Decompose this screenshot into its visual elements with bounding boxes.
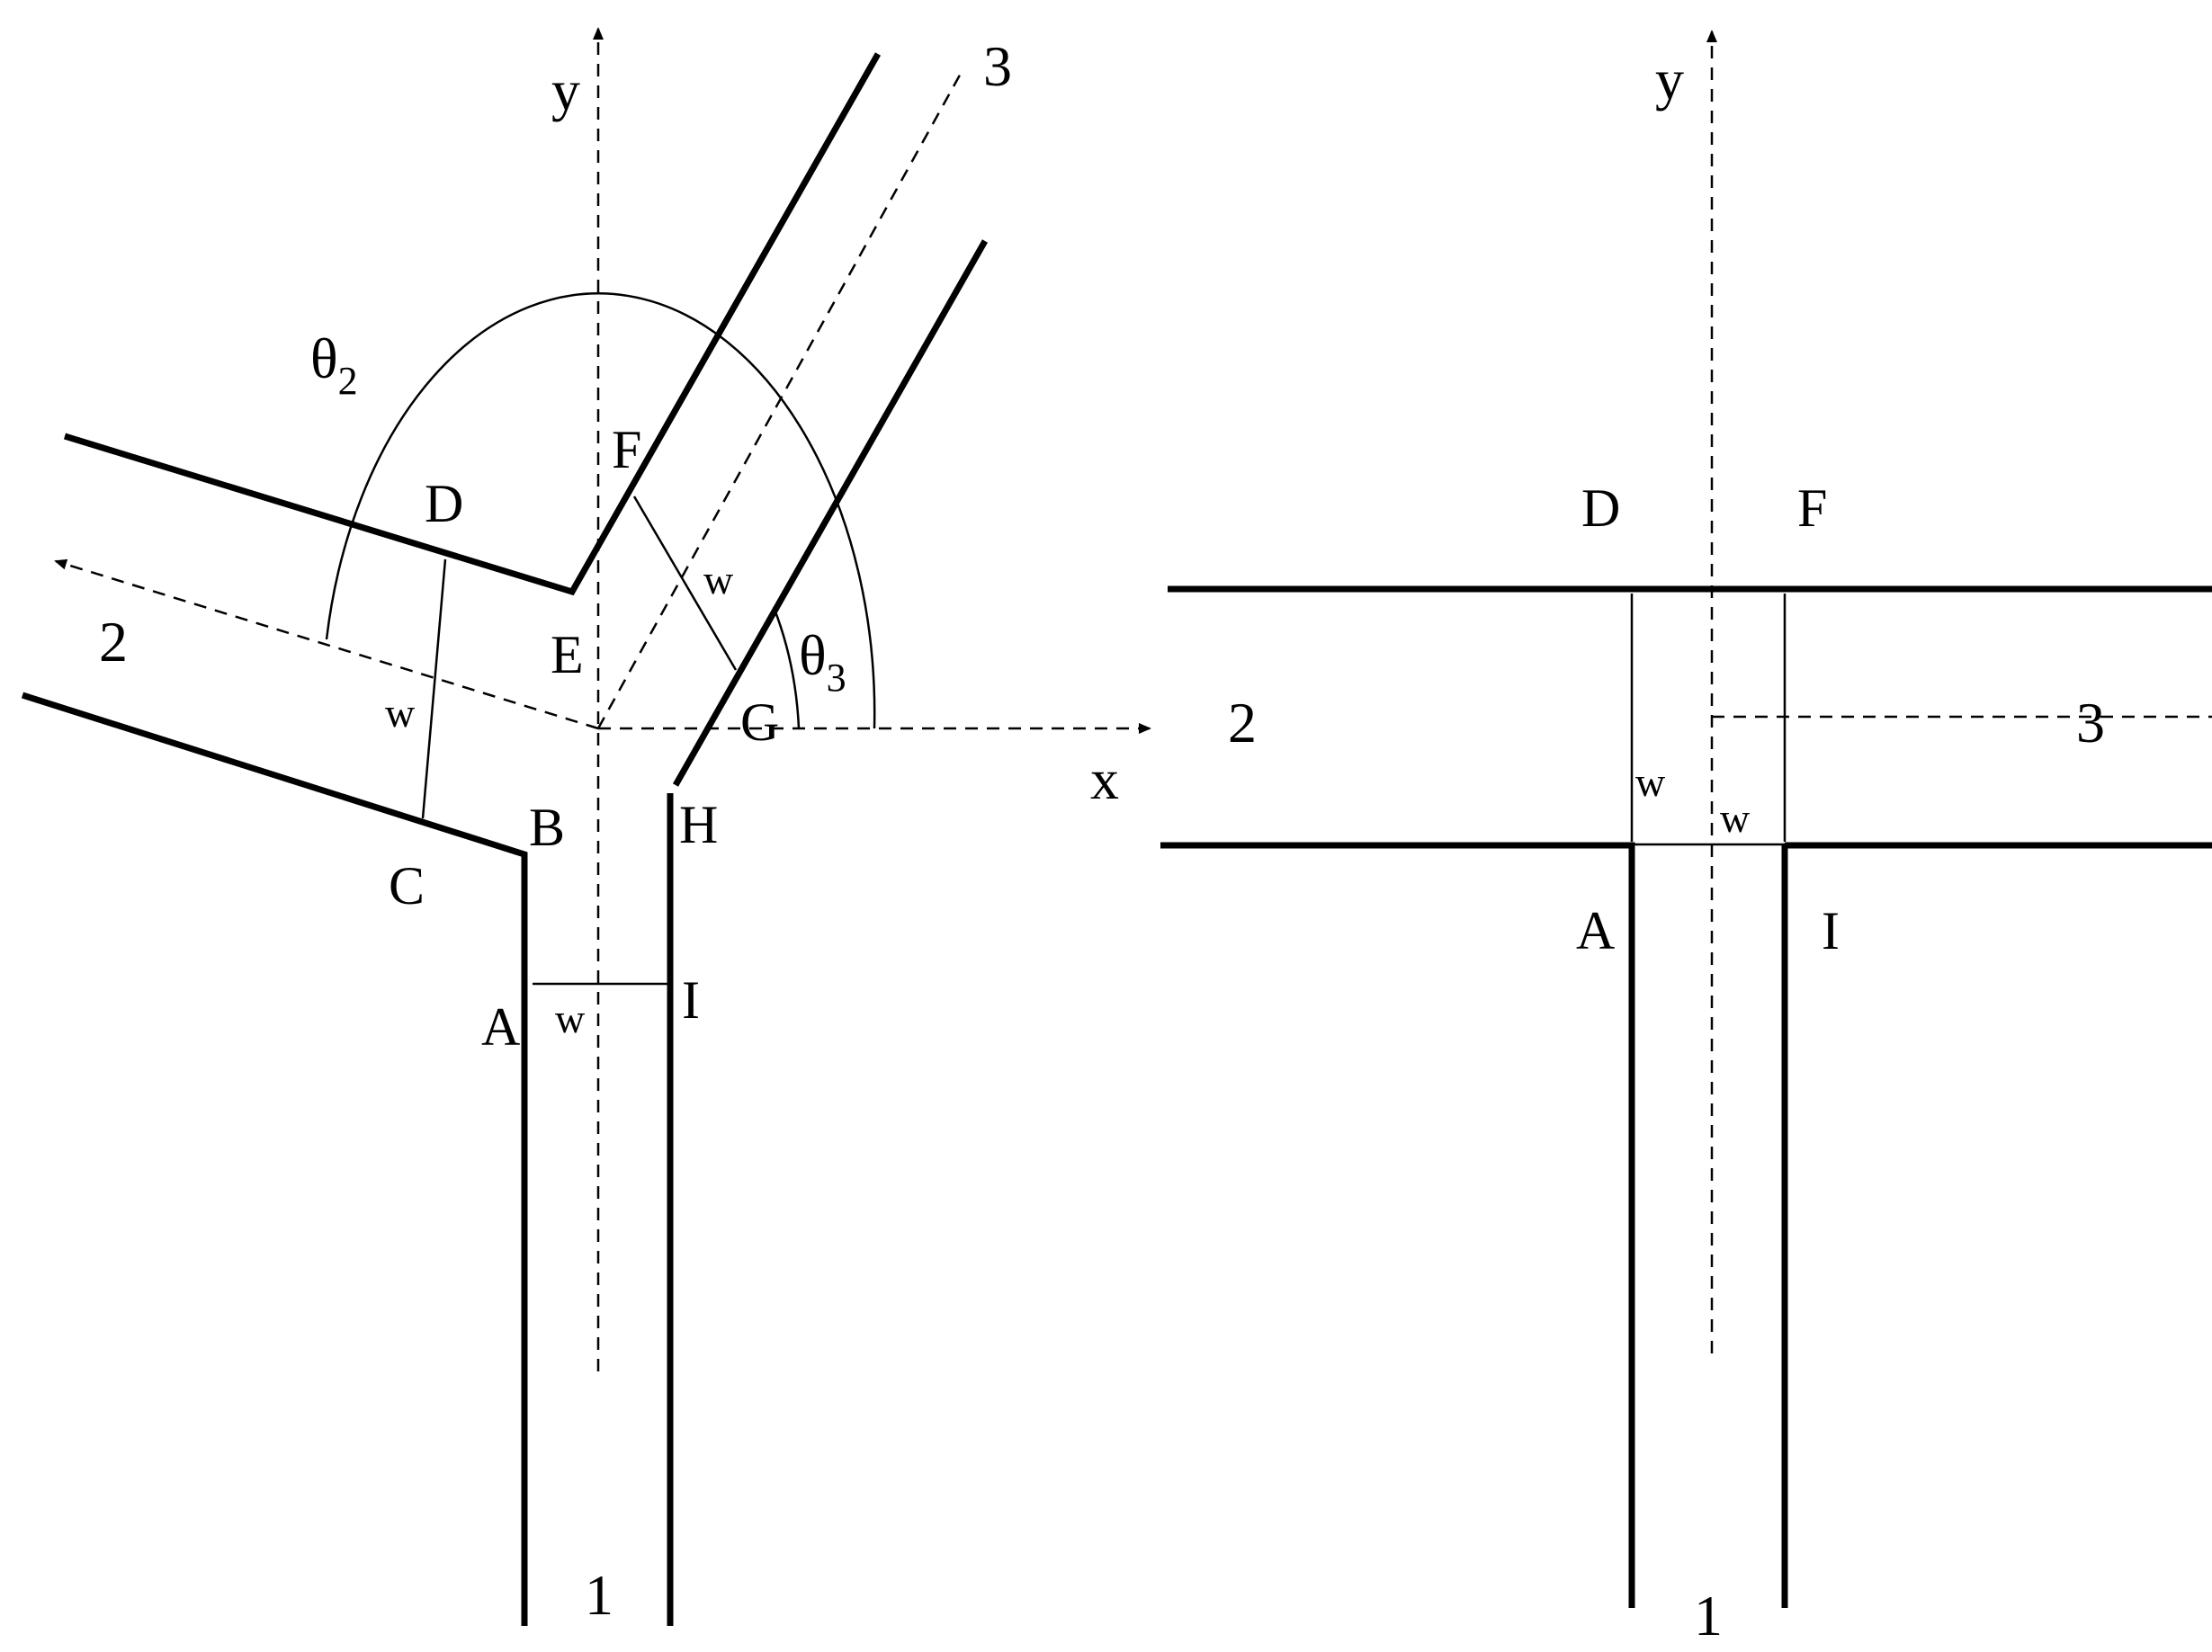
left-y-axis-label: y: [551, 58, 580, 122]
theta3-label: θ3: [799, 623, 846, 700]
t-point-A-label: A: [1576, 901, 1615, 960]
left-x-axis-label: x: [1090, 747, 1119, 811]
theta2-label: θ2: [310, 326, 358, 403]
point-G-label: G: [740, 692, 779, 752]
point-E-label: E: [551, 625, 584, 684]
width-label-F-G: w: [703, 557, 734, 603]
t-width-label-vertical: w: [1635, 759, 1666, 805]
point-A-label: A: [481, 997, 520, 1057]
width-line-C-D: [421, 558, 447, 819]
t-branch-1-label: 1: [1694, 1584, 1723, 1648]
branch-1-label: 1: [585, 1563, 613, 1627]
branch-3-label: 3: [983, 34, 1012, 98]
t-point-D-label: D: [1581, 478, 1620, 538]
t-branch-3-label: 3: [2076, 691, 2105, 755]
branch-1-left-wall-and-branch-2-lower-wall: [21, 692, 528, 1626]
t-branch-2-label: 2: [1228, 691, 1257, 755]
theta3-arc: [772, 606, 801, 729]
branch-2-upper-wall-and-branch-3-left-wall: [63, 52, 882, 596]
theta2-arc: [325, 292, 876, 729]
point-D-label: D: [425, 474, 463, 533]
point-B-label: B: [529, 798, 565, 857]
t-point-F-label: F: [1797, 478, 1827, 538]
width-label-A-I: w: [555, 996, 586, 1041]
branch-2-centerline: [54, 558, 599, 730]
branch-2-label: 2: [99, 610, 128, 674]
t-point-I-label: I: [1822, 901, 1840, 960]
point-H-label: H: [679, 795, 718, 854]
point-F-label: F: [612, 420, 641, 479]
angled-junction: y x θ2 θ3 A B C D E F G H I w w w 1 2 3: [21, 27, 1151, 1627]
width-label-C-D: w: [385, 690, 416, 736]
point-C-label: C: [389, 856, 425, 915]
t-width-label-horizontal: w: [1720, 795, 1751, 841]
point-I-label: I: [682, 970, 700, 1030]
t-junction: y D F A I w w 1 2 3: [1160, 30, 2212, 1648]
branch-3-right-wall: [672, 239, 989, 787]
right-y-axis-label: y: [1655, 48, 1684, 112]
width-line-F-G: [632, 496, 738, 671]
t-stem-left-wall: [1625, 842, 1635, 1608]
